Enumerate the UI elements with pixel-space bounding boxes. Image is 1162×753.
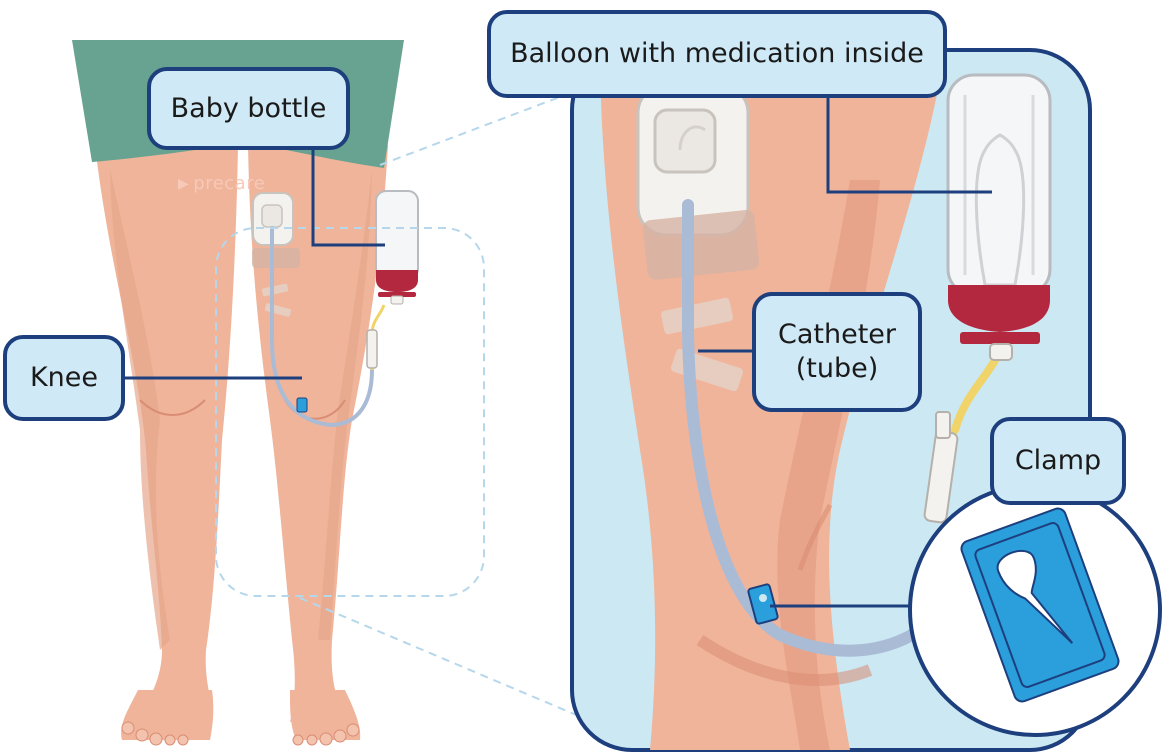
- connector-small: [367, 330, 377, 368]
- callout-balloon-text: Balloon with medication inside: [510, 37, 924, 71]
- bottle-nozzle: [990, 344, 1012, 360]
- callout-balloon: Balloon with medication inside: [487, 10, 947, 98]
- callout-catheter-text-1: Catheter: [778, 318, 896, 352]
- catheter-port: [655, 110, 715, 172]
- logo-icon: ▶: [178, 176, 189, 192]
- watermark-text: precare: [193, 173, 265, 194]
- bottle-base: [960, 332, 1040, 344]
- clamp-on-tube-hole: [759, 594, 767, 602]
- callout-catheter-text-2: (tube): [796, 352, 879, 386]
- callout-clamp-text: Clamp: [1015, 444, 1101, 478]
- callout-baby-bottle: Baby bottle: [147, 67, 350, 150]
- callout-knee-text: Knee: [30, 361, 98, 395]
- baby-bottle-small-medication: [376, 270, 418, 292]
- tape-small-1: [252, 248, 300, 268]
- callout-knee: Knee: [3, 335, 125, 421]
- watermark: ▶ precare: [178, 173, 265, 194]
- callout-catheter: Catheter (tube): [752, 292, 922, 412]
- baby-bottle-small-nozzle: [391, 296, 403, 304]
- callout-clamp: Clamp: [990, 417, 1126, 505]
- tape-large-1: [642, 209, 760, 280]
- left-foot: [121, 690, 213, 740]
- baby-bottle-shell: [948, 75, 1050, 295]
- baby-bottle: [948, 75, 1050, 360]
- baby-bottle-small-body: [376, 191, 418, 279]
- catheter-port-small: [262, 205, 282, 227]
- connector-cap: [936, 412, 950, 438]
- callout-baby-bottle-text: Baby bottle: [171, 92, 327, 126]
- clamp-small: [297, 398, 307, 412]
- clamp-magnified: [910, 485, 1160, 735]
- zoom-line-top: [380, 95, 565, 165]
